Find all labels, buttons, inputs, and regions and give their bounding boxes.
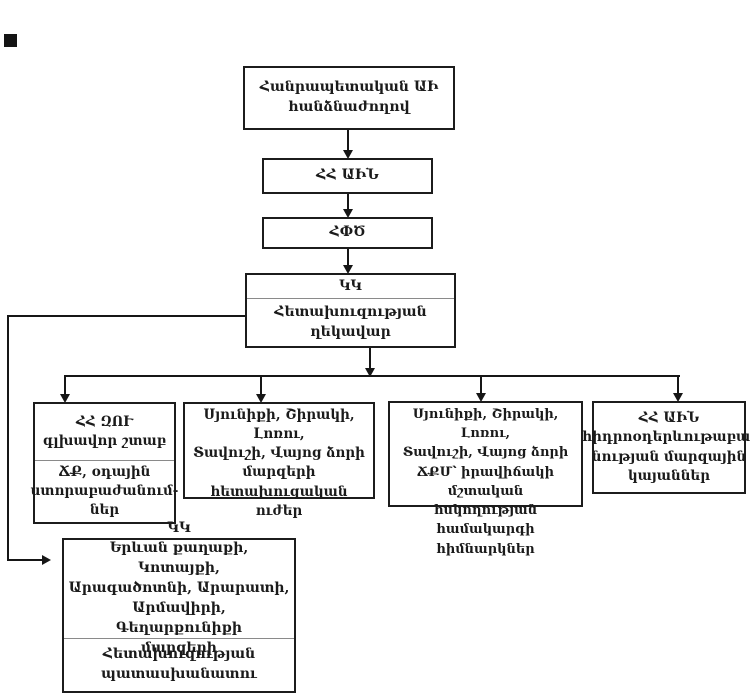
node-kk-head: ԿԿ Հետախուզության ղեկավար — [245, 273, 456, 348]
node-hpts-label: ՀՓԾ — [329, 224, 366, 241]
arrow-right-icon — [42, 555, 51, 565]
node-recon-forces-label: Սյունիքի, Շիրակի, Լոռու, Տավուշի, Վայոց … — [193, 407, 365, 519]
arrow-down-icon — [673, 393, 683, 402]
arrow-down-icon — [343, 150, 353, 159]
connector-branch-hydromet — [677, 375, 679, 394]
node-general-staff-label: ՃՔ, օդային ստորաբաժանում- ներ — [30, 463, 179, 518]
node-general-staff-header: ՀՀ ԶՈՒ գլխավոր շտաբ — [42, 413, 167, 449]
connector-ain-to-hpts — [347, 194, 349, 210]
connector-hpts-to-kk — [347, 249, 349, 266]
connector-kk-left-horizontal — [7, 315, 245, 317]
arrow-down-icon — [60, 394, 70, 403]
node-kk-regions: ԿԿ Երևան քաղաքի, Կոտայքի, Արագածոտնի, Ար… — [62, 520, 296, 693]
connector-branch-general-staff — [64, 376, 66, 395]
connector-commission-to-ain — [347, 130, 349, 151]
node-kk-regions-header: ԿԿ Երևան քաղաքի, Կոտայքի, Արագածոտնի, Ար… — [68, 520, 290, 656]
arrow-down-icon — [343, 265, 353, 274]
node-republican-commission: Հանրապետական ԱԻ հանձնաժողով — [243, 66, 455, 130]
connector-branch-recon-forces — [260, 376, 262, 395]
connector-left-vertical — [7, 315, 9, 561]
node-ain: ՀՀ ԱԻՆ — [262, 158, 433, 194]
scan-artifact-square — [4, 34, 17, 47]
node-general-staff: ՀՀ ԶՈՒ գլխավոր շտաբ ՃՔ, օդային ստորաբաժա… — [30, 402, 179, 524]
arrow-down-icon — [365, 368, 375, 377]
node-monitoring: Սյունիքի, Շիրակի, Լոռու, Տավուշի, Վայոց … — [388, 401, 583, 557]
connector-branch-monitoring — [480, 376, 482, 394]
arrow-down-icon — [343, 209, 353, 218]
node-recon-forces: Սյունիքի, Շիրակի, Լոռու, Տավուշի, Վայոց … — [183, 402, 375, 519]
node-kk-regions-label: Հետախուզության պատասխանատու — [101, 646, 257, 682]
node-kk-head-header: ԿԿ — [339, 277, 362, 294]
node-hydromet-label: ՀՀ ԱԻՆ հիդրոօդերևութաբա- նության մարզայի… — [582, 410, 750, 484]
node-hydromet: ՀՀ ԱԻՆ հիդրոօդերևութաբա- նության մարզայի… — [582, 401, 750, 494]
connector-kk-down — [369, 348, 371, 369]
node-hpts: ՀՓԾ — [262, 217, 433, 249]
node-monitoring-label: Սյունիքի, Շիրակի, Լոռու, Տավուշի, Վայոց … — [402, 407, 569, 557]
connector-main-horizontal — [64, 375, 680, 377]
node-kk-head-label: Հետախուզության ղեկավար — [274, 303, 427, 340]
node-ain-label: ՀՀ ԱԻՆ — [316, 167, 379, 184]
connector-into-kk-regions — [7, 559, 43, 561]
arrow-down-icon — [476, 393, 486, 402]
node-republican-commission-label: Հանրապետական ԱԻ հանձնաժողով — [259, 79, 439, 115]
arrow-down-icon — [256, 394, 266, 403]
